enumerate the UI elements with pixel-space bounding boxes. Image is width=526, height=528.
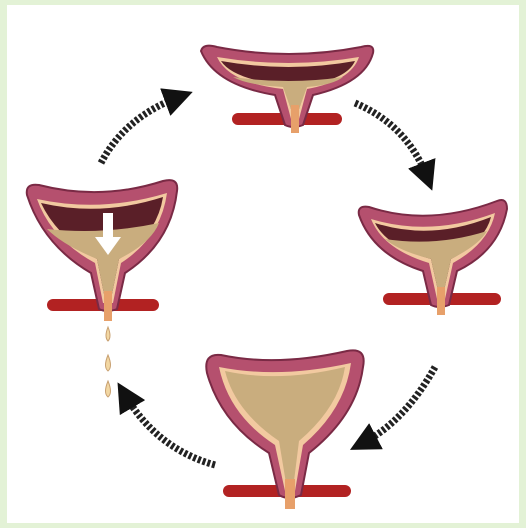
bladder-cycle-diagram xyxy=(7,5,519,523)
cycle-arrow-icon xyxy=(363,367,435,443)
diagram-frame xyxy=(7,5,519,523)
droplet-icon xyxy=(106,327,111,397)
bladder-stage-emptying xyxy=(27,180,177,397)
cycle-arrow-icon xyxy=(125,395,215,465)
bladder-stage-full xyxy=(206,350,363,509)
cycle-arrow-icon xyxy=(101,97,179,163)
bladder-stage-filling xyxy=(359,200,507,315)
cycle-arrow-icon xyxy=(355,103,427,177)
bladder-stage-empty xyxy=(201,46,373,133)
